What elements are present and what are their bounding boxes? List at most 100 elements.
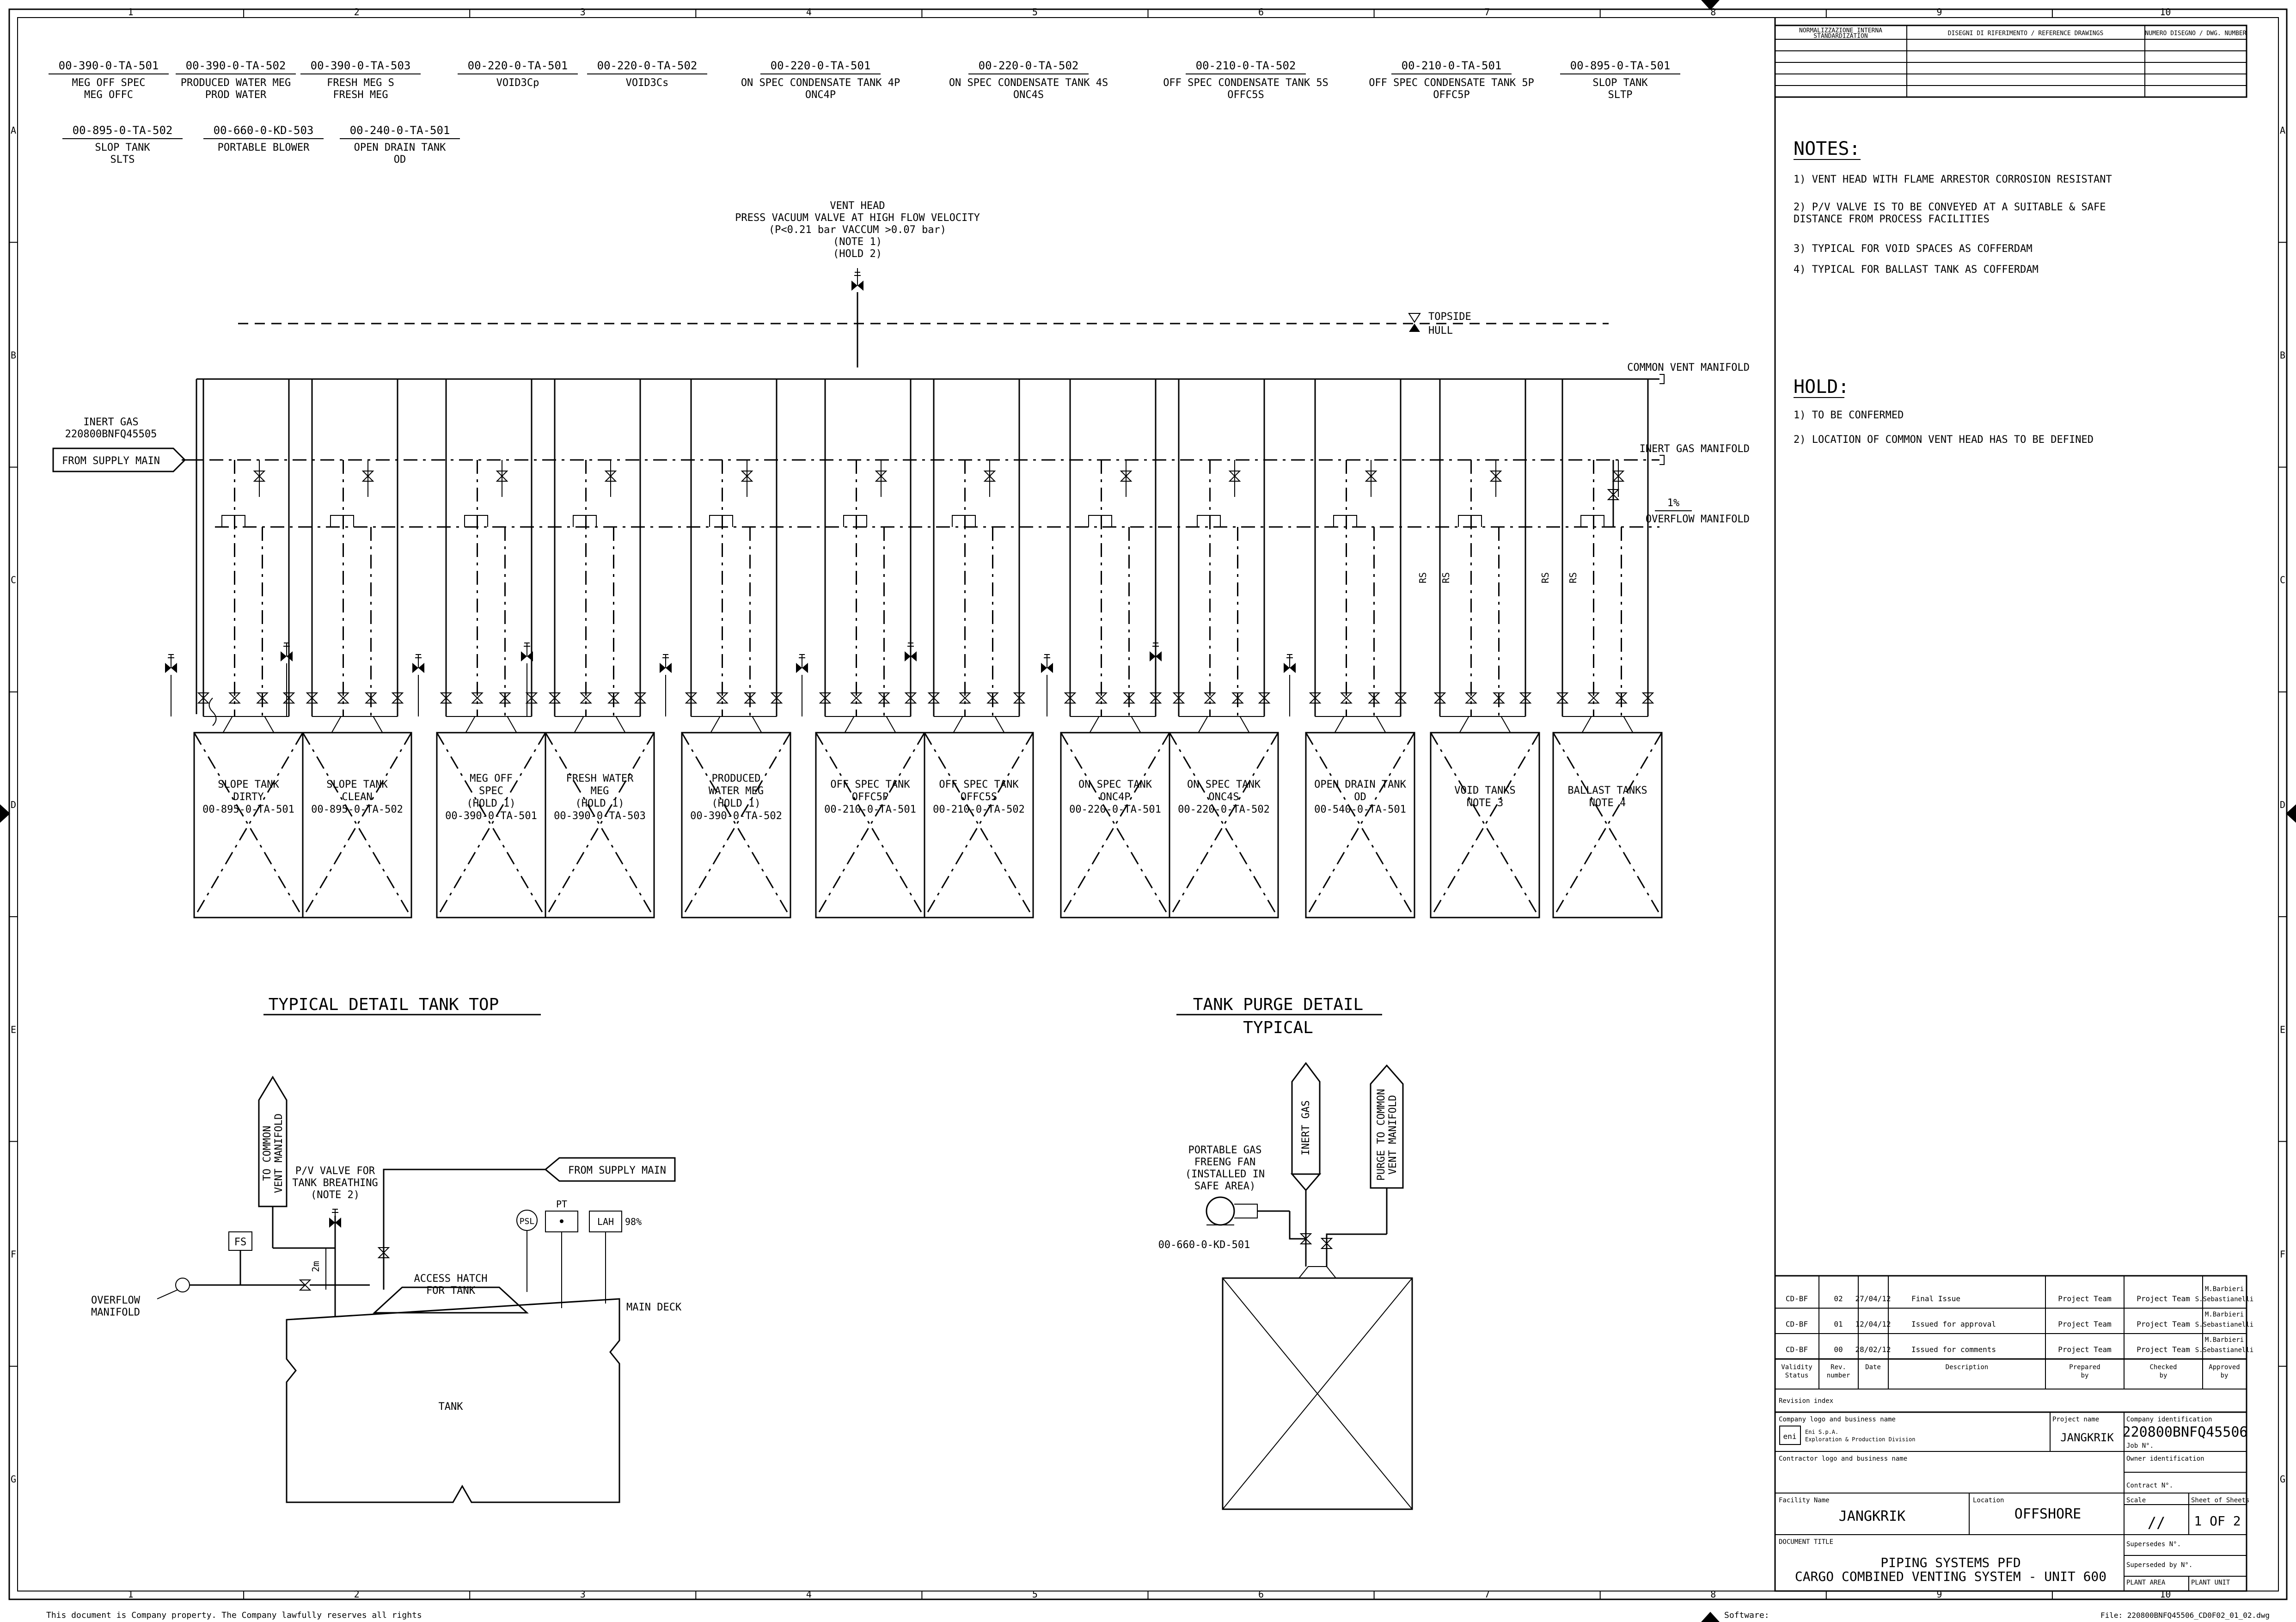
tank-label: 00-895-0-TA-502 [311,804,403,815]
common-vent-manifold-label: COMMON VENT MANIFOLD [1627,362,1750,373]
tank-label: FRESH WATER [566,773,634,784]
grid-column-label: 3 [580,1589,586,1600]
note-item: 3) TYPICAL FOR VOID SPACES AS COFFERDAM [1794,243,2033,255]
grid-row-label: E [2280,1024,2285,1035]
tank-label: MEG [591,785,609,797]
gate-valve-symbol [306,692,318,704]
legend-tag: 00-660-0-KD-503 [214,124,314,137]
company-name: Exploration & Production Division [1805,1436,1915,1443]
tank-diagonal [1060,732,1170,918]
purge-tank-diagonal [1222,1278,1413,1510]
inert-gas-label: INERT GAS [1300,1100,1312,1155]
loop-seal [208,698,217,726]
pv-valve-symbol [796,663,802,673]
fan-line [1289,1211,1306,1240]
footer-filename: File: 220800BNFQ45506_CD0F02_01_02.dwg [2100,1611,2270,1620]
rev-checked: Project Team [2137,1294,2190,1303]
legend-desc: MEG OFF SPEC [72,77,146,89]
rev-approved: M.Barbieri [2205,1311,2244,1318]
grid-column-label: 8 [1710,1589,1716,1600]
legend-tag: 00-895-0-TA-501 [1570,59,1671,72]
tank-outline [302,732,412,918]
tank-diagonal [681,732,791,918]
overflow-loop [1580,515,1604,527]
legend-desc: OFF SPEC CONDENSATE TANK 5P [1369,77,1534,89]
legend-tag: 00-240-0-TA-501 [350,124,450,137]
gate-valve-symbol [1365,471,1378,482]
centering-mark [1701,1612,1720,1622]
tank-label: OFF SPEC TANK [939,779,1019,790]
tank-hatch [574,716,626,733]
tank-label: NOTE 4 [1589,797,1626,809]
gate-valve-symbol [499,692,511,704]
gate-valve-symbol [1465,692,1477,704]
rev-checked: Project Team [2137,1345,2190,1354]
grid-column-label: 9 [1936,6,1942,18]
project-label: Project name [2052,1416,2099,1423]
gate-valve-symbol [228,692,241,704]
inert-gas-source-label: 220800BNFQ45505 [65,428,157,440]
legend-tag: 00-390-0-TA-503 [311,59,411,72]
pv-valve-symbol [1284,663,1290,673]
ref-header: NUMERO DISEGNO / DWG. NUMBER [2145,30,2246,37]
tank-diagonal [1169,732,1279,918]
scale-label: Scale [2126,1497,2146,1504]
gate-valve-symbol [1120,471,1133,482]
rev-header: Description [1946,1364,1989,1371]
gate-valve-symbol [904,692,917,704]
leader-line [157,1289,178,1299]
ref-header: DISEGNI DI RIFERIMENTO / REFERENCE DRAWI… [1948,30,2104,37]
legend-desc: OD [394,154,406,165]
manifold-end-cap [1659,374,1665,384]
plant-unit-label: PLANT UNIT [2191,1579,2230,1586]
purge-flag [1370,1064,1404,1189]
tank-outline [1305,732,1415,918]
overflow-loop [1197,515,1221,527]
ref-header: NORMALIZZAZIONE INTERNA [1799,27,1882,34]
hold-item: 2) LOCATION OF COMMON VENT HEAD HAS TO B… [1794,434,2094,446]
rev-date: 28/02/12 [1855,1345,1891,1354]
rs-marker: RS [1440,572,1451,583]
tank-label: BALLAST TANKS [1567,785,1647,796]
grid-row-label: D [2280,799,2285,810]
footer-software: Software: [1724,1610,1769,1620]
pv-valve-symbol [1290,663,1296,673]
inert-gas-flag [1291,1062,1321,1175]
gate-valve-symbol [1123,692,1135,704]
facility-label: Facility Name [1779,1497,1830,1504]
sheet-value: 1 OF 2 [2194,1513,2241,1529]
from-supply-flag [544,1157,676,1182]
legend-desc: FRESH MEG S [327,77,394,89]
supply-pipe [383,1169,545,1290]
fan-label: SAFE AREA) [1194,1181,1255,1192]
legend-desc: SLTP [1608,89,1633,101]
tank-diagonal [1169,732,1279,918]
tank-label: OFFC5S [961,791,997,803]
centering-mark [1701,0,1720,10]
grid-row-label: F [2280,1249,2285,1260]
tank-label: 00-895-0-TA-501 [202,804,294,815]
tank-hatch [465,716,517,733]
rev-header: by [2221,1372,2229,1379]
gate-valve-symbol [496,471,508,482]
gate-valve-symbol [282,692,295,704]
gate-valve-symbol [361,471,374,482]
to-common-vent-flag [258,1076,288,1207]
tank-label: VOID TANKS [1454,785,1515,796]
tank-diagonal [815,732,925,918]
tank-label: 00-390-0-TA-502 [690,810,782,822]
gate-valve-symbol [197,692,210,704]
tank-outline [1552,732,1663,918]
purge-title: TANK PURGE DETAIL [1193,995,1363,1014]
psl-label: PSL [520,1217,535,1226]
grid-column-label: 2 [354,6,360,18]
grid-column-label: 4 [806,1589,812,1600]
tank-label: (HOLD 1) [576,798,625,809]
gate-valve-symbol [878,692,890,704]
